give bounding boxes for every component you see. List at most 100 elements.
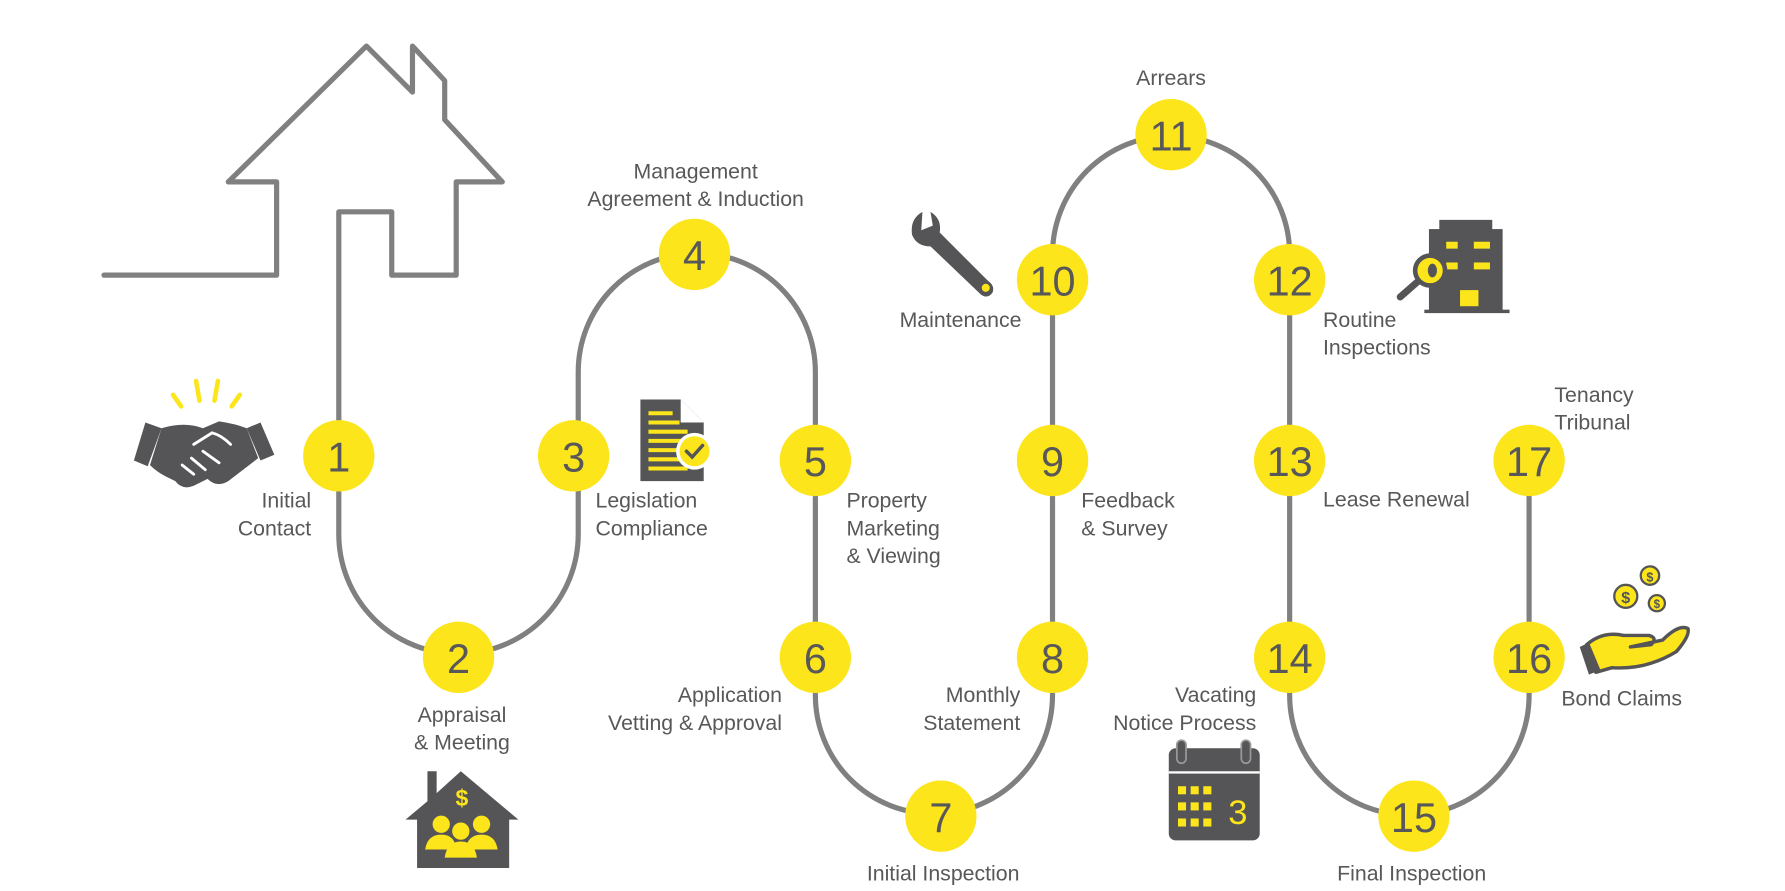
step-label-line: Compliance xyxy=(596,516,708,540)
step-node-2: 2 xyxy=(422,621,495,693)
step-label-line: Routine xyxy=(1323,308,1396,332)
step-node-12: 12 xyxy=(1253,244,1326,316)
dollar-sign: $ xyxy=(456,785,469,811)
step-circle xyxy=(1016,424,1089,497)
step-number: 8 xyxy=(1041,635,1064,682)
step-number: 15 xyxy=(1391,794,1437,841)
step-number: 9 xyxy=(1041,438,1064,485)
step-label-line: Inspections xyxy=(1323,336,1431,360)
step-label-15: Final Inspection xyxy=(1337,862,1486,886)
step-label-line: Feedback xyxy=(1081,489,1175,513)
step-number: 12 xyxy=(1267,257,1313,304)
step-label-line: Management xyxy=(634,159,758,183)
step-circle xyxy=(658,218,731,291)
step-node-14: 14 xyxy=(1253,621,1326,693)
step-circle xyxy=(1016,244,1089,316)
step-number: 2 xyxy=(447,635,470,682)
step-label-line: Contact xyxy=(238,516,311,540)
step-label-line: Tenancy xyxy=(1554,383,1634,407)
step-label-line: Vacating xyxy=(1175,683,1256,707)
step-node-15: 15 xyxy=(1378,780,1450,852)
step-circle xyxy=(1253,621,1326,693)
step-circle xyxy=(422,621,495,693)
step-label-line: Property xyxy=(846,489,927,513)
step-number: 4 xyxy=(683,232,706,279)
step-number: 3 xyxy=(562,434,585,481)
step-circle xyxy=(1493,424,1565,497)
step-number: 11 xyxy=(1150,112,1193,159)
step-number: 5 xyxy=(804,438,827,485)
step-node-11: 11 xyxy=(1135,99,1207,171)
handshake-icon xyxy=(133,378,275,488)
step-circle xyxy=(1135,99,1207,171)
step-circle xyxy=(1016,621,1089,693)
step-node-6: 6 xyxy=(779,621,852,693)
svg-text:$: $ xyxy=(1646,570,1653,584)
step-node-3: 3 xyxy=(537,420,610,492)
step-node-8: 8 xyxy=(1016,621,1089,693)
step-node-1: 1 xyxy=(303,420,375,492)
step-node-10: 10 xyxy=(1016,244,1089,316)
step-label-line: Marketing xyxy=(846,516,939,540)
step-node-5: 5 xyxy=(779,424,852,497)
step-circle xyxy=(1378,780,1450,852)
step-node-16: 16 xyxy=(1493,621,1565,693)
document-check-icon xyxy=(640,399,713,482)
svg-text:$: $ xyxy=(1621,589,1630,607)
step-label-line: Application xyxy=(678,683,782,707)
step-circle xyxy=(905,780,977,852)
step-label-11: Arrears xyxy=(1136,66,1206,90)
step-label-7: Initial Inspection xyxy=(867,862,1020,886)
step-label-line: Appraisal xyxy=(418,703,507,727)
wrench-icon xyxy=(911,211,994,297)
house-appraisal-icon: $ xyxy=(405,771,519,868)
hand-coins-icon: $ $ $ xyxy=(1579,565,1690,675)
step-label-16: Bond Claims xyxy=(1561,687,1682,711)
step-number: 16 xyxy=(1506,635,1552,682)
step-circle xyxy=(303,420,375,492)
step-label-line: Notice Process xyxy=(1113,711,1256,735)
step-circle xyxy=(779,621,852,693)
step-node-17: 17 xyxy=(1493,424,1565,497)
step-label-line: Vetting & Approval xyxy=(608,711,782,735)
step-label-line: Initial xyxy=(261,489,311,513)
step-label-line: Maintenance xyxy=(900,308,1022,332)
step-circle xyxy=(1253,424,1326,497)
step-label-10: Maintenance xyxy=(900,308,1022,332)
step-label-line: Arrears xyxy=(1136,66,1206,90)
step-number: 17 xyxy=(1506,438,1552,485)
step-label-line: Bond Claims xyxy=(1561,687,1682,711)
step-label-9: Feedback& Survey xyxy=(1081,489,1175,541)
svg-text:$: $ xyxy=(1654,599,1661,611)
step-label-line: Lease Renewal xyxy=(1323,488,1470,512)
step-number: 7 xyxy=(929,794,952,841)
step-label-line: & Viewing xyxy=(846,544,940,568)
step-label-line: Agreement & Induction xyxy=(587,187,804,211)
step-node-7: 7 xyxy=(905,780,977,852)
step-number: 1 xyxy=(327,434,350,481)
step-label-line: & Meeting xyxy=(414,730,510,754)
step-label-line: Initial Inspection xyxy=(867,862,1020,886)
step-label-line: Tribunal xyxy=(1554,410,1630,434)
step-node-9: 9 xyxy=(1016,424,1089,497)
step-label-line: Monthly xyxy=(946,683,1021,707)
step-node-4: 4 xyxy=(658,218,731,291)
step-label-line: Legislation xyxy=(596,489,698,513)
step-label-13: Lease Renewal xyxy=(1323,488,1470,512)
step-circle xyxy=(1253,244,1326,316)
step-label-line: Statement xyxy=(923,711,1020,735)
step-label-2: Appraisal & Meeting xyxy=(414,703,510,755)
step-number: 6 xyxy=(804,635,827,682)
building-inspection-icon xyxy=(1396,219,1510,314)
house-outline-icon xyxy=(101,43,505,459)
step-number: 10 xyxy=(1029,257,1075,304)
